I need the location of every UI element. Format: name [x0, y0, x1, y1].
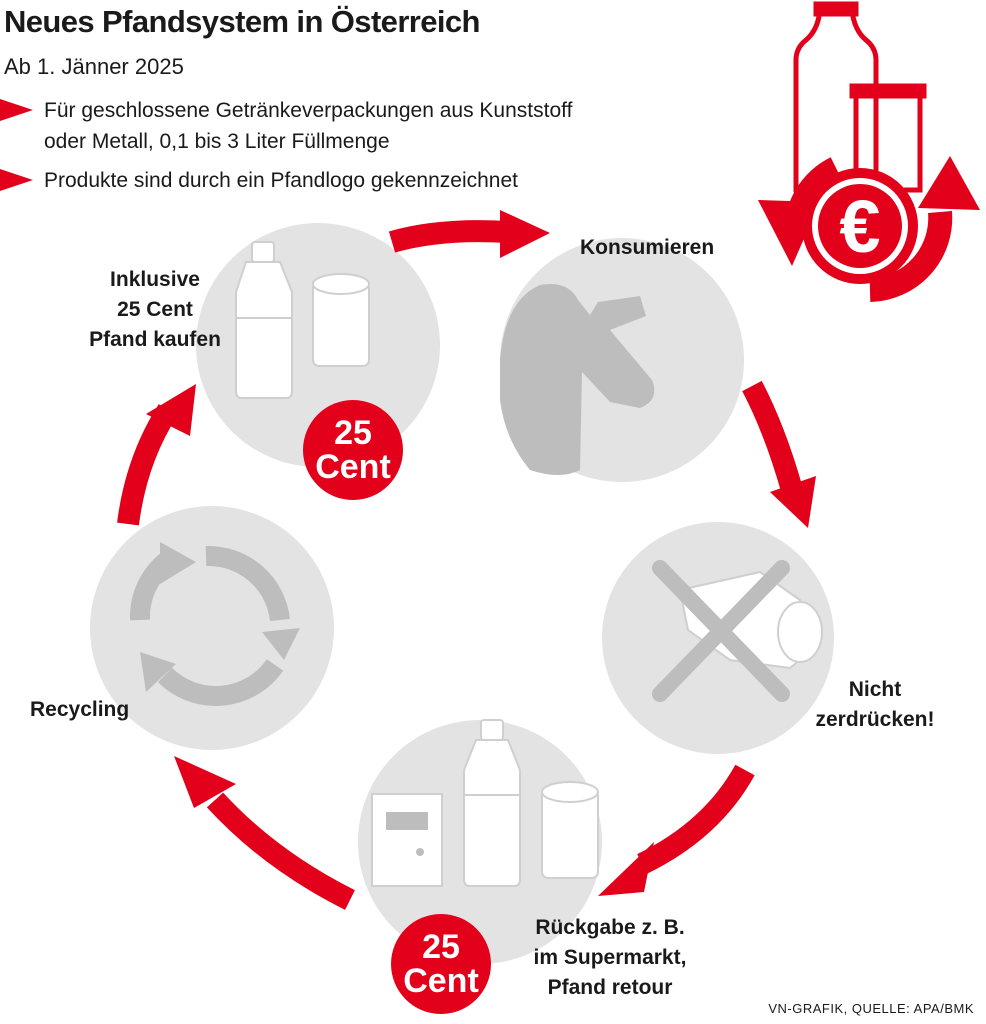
bottle-icon [235, 241, 293, 399]
step-label-crush: Nicht zerdrücken! [815, 678, 935, 731]
arrow-buy-to-consume [388, 220, 509, 253]
page-subtitle: Ab 1. Jänner 2025 [4, 54, 184, 79]
bullet-arrow-icon [0, 169, 33, 191]
coin-unit: Cent [315, 448, 391, 486]
arrow-return-to-recycle [206, 792, 355, 910]
can-icon [312, 273, 370, 367]
recycle-arrowheads [140, 542, 300, 692]
crushed-can-icon [652, 560, 823, 702]
return-machine-icon [371, 793, 443, 887]
deposit-coin-bottom: 25 Cent [391, 914, 491, 1014]
bullet-text: Produkte sind durch ein Pfandlogo gekenn… [44, 169, 518, 192]
bullet-arrow-icon [0, 99, 33, 121]
euro-cycle-icon: € [758, 1, 980, 302]
page-title: Neues Pfandsystem in Österreich [4, 4, 480, 39]
coin-amount: 25 [334, 414, 372, 452]
cycle-arrowheads [146, 210, 816, 896]
arrow-crush-to-return [637, 764, 755, 874]
source-credit: VN-GRAFIK, QUELLE: APA/BMK [768, 1001, 974, 1016]
step-label-consume: Konsumieren [580, 236, 715, 259]
step-label-buy: Inklusive 25 Cent Pfand kaufen [89, 268, 221, 351]
arrow-recycle-to-buy [117, 404, 178, 526]
euro-symbol: € [839, 185, 880, 268]
arrow-consume-to-crush [742, 380, 803, 493]
bullet-text: Für geschlossene Getränkeverpackungen au… [44, 99, 573, 153]
coin-unit: Cent [403, 962, 479, 1000]
deposit-coin-top: 25 Cent [303, 400, 403, 500]
step-label-recycle: Recycling [30, 698, 130, 721]
can-icon-return [541, 781, 599, 879]
step-label-return: Rückgabe z. B. im Supermarkt, Pfand reto… [533, 916, 687, 999]
coin-amount: 25 [422, 928, 460, 966]
bottle-icon-return [463, 719, 521, 887]
drinking-person-icon [500, 284, 655, 475]
